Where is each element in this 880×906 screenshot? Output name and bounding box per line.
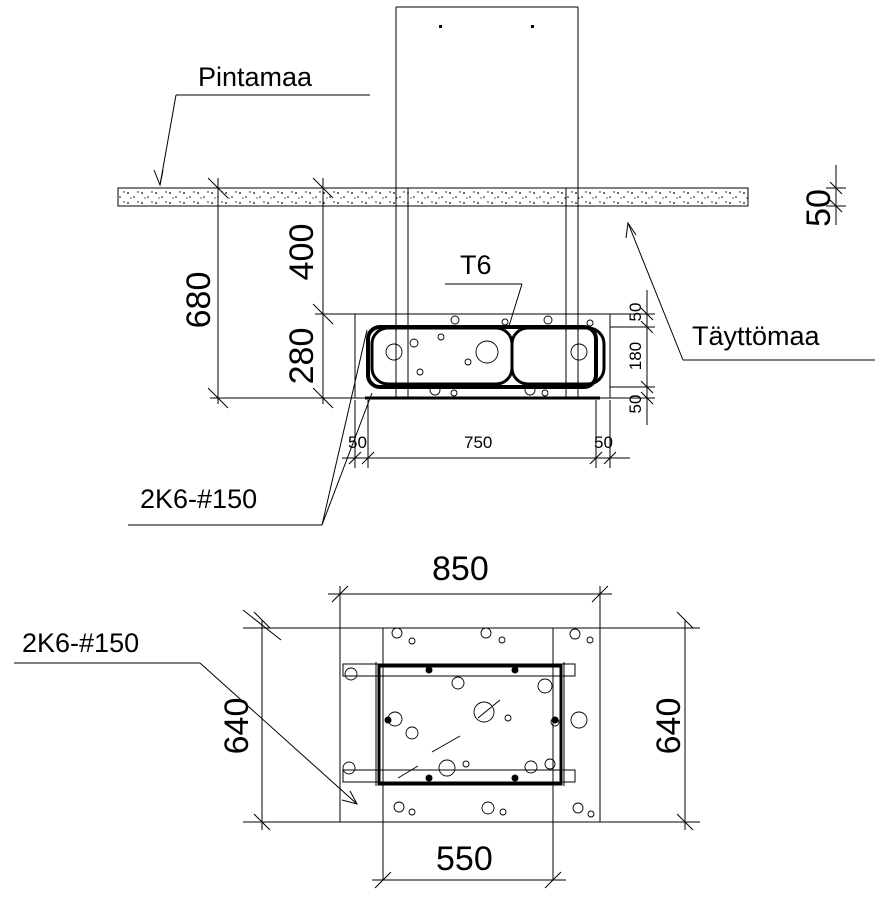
dim-180: 180 — [626, 342, 645, 370]
plan-view: 850 640 640 550 2K6-#150 — [14, 550, 700, 889]
dim-640-right: 640 — [650, 698, 688, 755]
section-view: T6 Pintamaa Täyttömaa 680 — [117, 6, 875, 526]
footing-plan — [243, 586, 700, 880]
dim-50-top: 50 — [626, 303, 645, 322]
plan-width-dim-850 — [328, 585, 612, 603]
surface-thickness-dim — [826, 165, 846, 225]
dim-850: 850 — [432, 550, 489, 588]
dim-680: 680 — [180, 272, 218, 329]
dim-640-left: 640 — [218, 698, 256, 755]
surface-soil-layer — [117, 187, 749, 207]
dim-50-left: 50 — [348, 433, 367, 452]
stirrup-plan-leader — [14, 662, 358, 805]
dim-750: 750 — [464, 433, 492, 452]
taytomaa-leader — [625, 221, 875, 361]
dim-50-bottom: 50 — [626, 395, 645, 414]
stirrup-section-label: 2K6-#150 — [140, 484, 257, 514]
footing-width-dims — [342, 400, 630, 468]
plan-height-dim-right — [676, 611, 694, 831]
dim-280: 280 — [283, 328, 321, 385]
pintamaa-label: Pintamaa — [198, 62, 313, 92]
stirrup-section-leader — [128, 329, 373, 526]
plan-height-dim-left — [242, 609, 282, 831]
footing-section — [354, 313, 611, 400]
pintamaa-leader — [153, 94, 370, 187]
dim-50-right: 50 — [594, 433, 613, 452]
dim-50-surface: 50 — [800, 189, 838, 227]
t6-leader — [445, 283, 523, 327]
t6-label: T6 — [460, 250, 492, 280]
dim-550: 550 — [436, 840, 493, 878]
dim-400: 400 — [283, 224, 321, 281]
vertical-dimension-lines — [207, 177, 355, 409]
stirrup-plan-label: 2K6-#150 — [22, 628, 139, 658]
footing-height-dims — [610, 290, 655, 425]
plan-width-dim-550 — [372, 871, 566, 889]
taytomaa-label: Täyttömaa — [692, 321, 821, 351]
